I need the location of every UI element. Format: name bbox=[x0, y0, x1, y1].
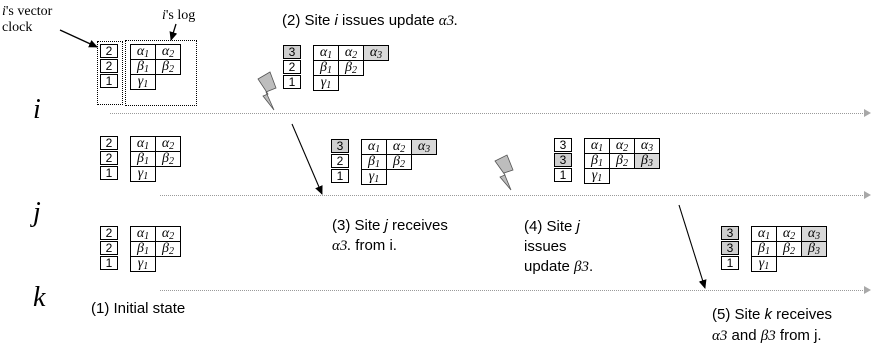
vector-clock-entry: 2 bbox=[100, 136, 118, 150]
vector-clock-entry: 1 bbox=[100, 166, 118, 180]
log-entry: β2 bbox=[155, 59, 181, 75]
vector-clock-pointer-arrow bbox=[59, 29, 98, 48]
vector-clock-entry: 2 bbox=[283, 60, 301, 74]
timeline-i-arrowhead bbox=[864, 109, 871, 117]
log-entry: γ1 bbox=[130, 74, 156, 90]
caption-step-4-site: j bbox=[576, 218, 580, 235]
vector-clock-entry: 3 bbox=[721, 226, 739, 240]
timeline-j-arrowhead bbox=[864, 191, 871, 199]
vector-clock-entry: 2 bbox=[331, 154, 349, 168]
timeline-k-arrowhead bbox=[864, 286, 871, 294]
vector-clock-entry: 1 bbox=[100, 256, 118, 270]
log-entry: β2 bbox=[155, 151, 181, 167]
timeline-i bbox=[110, 113, 865, 114]
log-entry: γ1 bbox=[751, 256, 777, 272]
vector-clock-text-line2: clock bbox=[2, 20, 33, 35]
log-entry: γ1 bbox=[130, 256, 156, 272]
vector-clock-entry: 1 bbox=[100, 74, 118, 88]
vector-clock-entry: 1 bbox=[721, 256, 739, 270]
vector-clock-entry: 2 bbox=[100, 44, 118, 58]
caption-step-3-text: (3) Site bbox=[332, 217, 385, 234]
caption-step-5-text: (5) Site bbox=[712, 306, 765, 323]
caption-step-3-text-3: from i. bbox=[351, 237, 397, 254]
caption-step-4-symbol: β3 bbox=[574, 259, 590, 275]
vector-clock-highlight bbox=[97, 41, 123, 105]
update-bolt-j-icon bbox=[494, 154, 514, 191]
log-site: i bbox=[162, 8, 166, 23]
timeline-j bbox=[160, 195, 865, 196]
log-entry: γ1 bbox=[584, 168, 610, 184]
log-entry: α3 bbox=[363, 45, 389, 61]
caption-step-5-text-3: and bbox=[727, 327, 761, 344]
caption-step-4-text-4: . bbox=[589, 258, 594, 275]
message-arrow-i-to-j bbox=[291, 123, 323, 195]
log-entry: β3 bbox=[634, 153, 660, 169]
log-annotation: i's log bbox=[162, 8, 195, 24]
vector-clock-text: 's vector bbox=[5, 4, 53, 19]
caption-step-5-symbol-1: α3 bbox=[712, 328, 728, 344]
log-entry: β2 bbox=[338, 60, 364, 76]
vector-clock-entry: 3 bbox=[554, 153, 572, 167]
log-entry: γ1 bbox=[361, 169, 387, 185]
message-arrow-j-to-k bbox=[678, 204, 707, 289]
caption-step-2-site: i bbox=[334, 12, 338, 29]
caption-step-5-site: k bbox=[764, 306, 773, 323]
vector-clock-entry: 3 bbox=[331, 139, 349, 153]
caption-step-4: (4) Site j issues update β3. bbox=[524, 217, 593, 277]
vector-clock-entry: 1 bbox=[331, 169, 349, 183]
vector-clock-entry: 3 bbox=[554, 138, 572, 152]
log-entry: β2 bbox=[386, 154, 412, 170]
vector-clock-entry: 2 bbox=[100, 151, 118, 165]
log-entry: γ1 bbox=[130, 166, 156, 182]
caption-step-4-text-2: issues bbox=[524, 238, 567, 255]
log-text: 's log bbox=[165, 8, 196, 23]
vector-clock-entry: 1 bbox=[554, 168, 572, 182]
vector-clock-entry: 1 bbox=[283, 75, 301, 89]
vector-clock-entry: 3 bbox=[283, 45, 301, 59]
log-entry: α1 bbox=[130, 136, 156, 152]
caption-step-2: (2) Site i issues update α3. bbox=[282, 11, 458, 31]
caption-step-3-symbol: α3. bbox=[332, 238, 352, 254]
caption-step-5-text-4: from j. bbox=[775, 327, 822, 344]
log-entry: β2 bbox=[155, 241, 181, 257]
lane-label-j: j bbox=[33, 197, 41, 228]
caption-step-2-text-2: issues update bbox=[337, 12, 439, 29]
caption-step-2-text: (2) Site bbox=[282, 12, 335, 29]
vector-clock-annotation: i's vector clock bbox=[2, 4, 52, 36]
lane-label-i: i bbox=[33, 94, 41, 125]
log-entry: β2 bbox=[609, 153, 635, 169]
caption-step-3: (3) Site j receives α3. from i. bbox=[332, 216, 448, 256]
caption-step-3-text-2: receives bbox=[387, 217, 448, 234]
caption-step-3-site: j bbox=[384, 217, 388, 234]
caption-step-5: (5) Site k receives α3 and β3 from j. bbox=[712, 304, 832, 347]
vector-clock-entry: 2 bbox=[100, 226, 118, 240]
log-entry: α1 bbox=[130, 226, 156, 242]
caption-step-2-symbol: α3. bbox=[438, 13, 458, 29]
vector-clock-entry: 2 bbox=[100, 241, 118, 255]
log-entry: γ1 bbox=[313, 75, 339, 91]
log-pointer-arrow bbox=[169, 23, 178, 41]
vector-clock-entry: 2 bbox=[100, 59, 118, 73]
log-entry: α2 bbox=[155, 226, 181, 242]
caption-step-5-text-2: receives bbox=[772, 306, 833, 323]
log-entry: β3 bbox=[801, 241, 827, 257]
timeline-k bbox=[160, 290, 865, 291]
caption-step-4-text-3: update bbox=[524, 258, 575, 275]
log-entry: β2 bbox=[776, 241, 802, 257]
caption-step-5-symbol-2: β3 bbox=[760, 328, 776, 344]
log-highlight bbox=[125, 40, 197, 106]
log-entry: β1 bbox=[130, 241, 156, 257]
lane-label-k: k bbox=[33, 282, 46, 313]
log-entry: α3 bbox=[411, 139, 437, 155]
caption-step-1: (1) Initial state bbox=[91, 300, 186, 317]
caption-step-4-text: (4) Site bbox=[524, 218, 577, 235]
update-bolt-i-icon bbox=[257, 71, 277, 111]
vector-clock-entry: 3 bbox=[721, 241, 739, 255]
vector-clock-site: i bbox=[2, 4, 6, 19]
